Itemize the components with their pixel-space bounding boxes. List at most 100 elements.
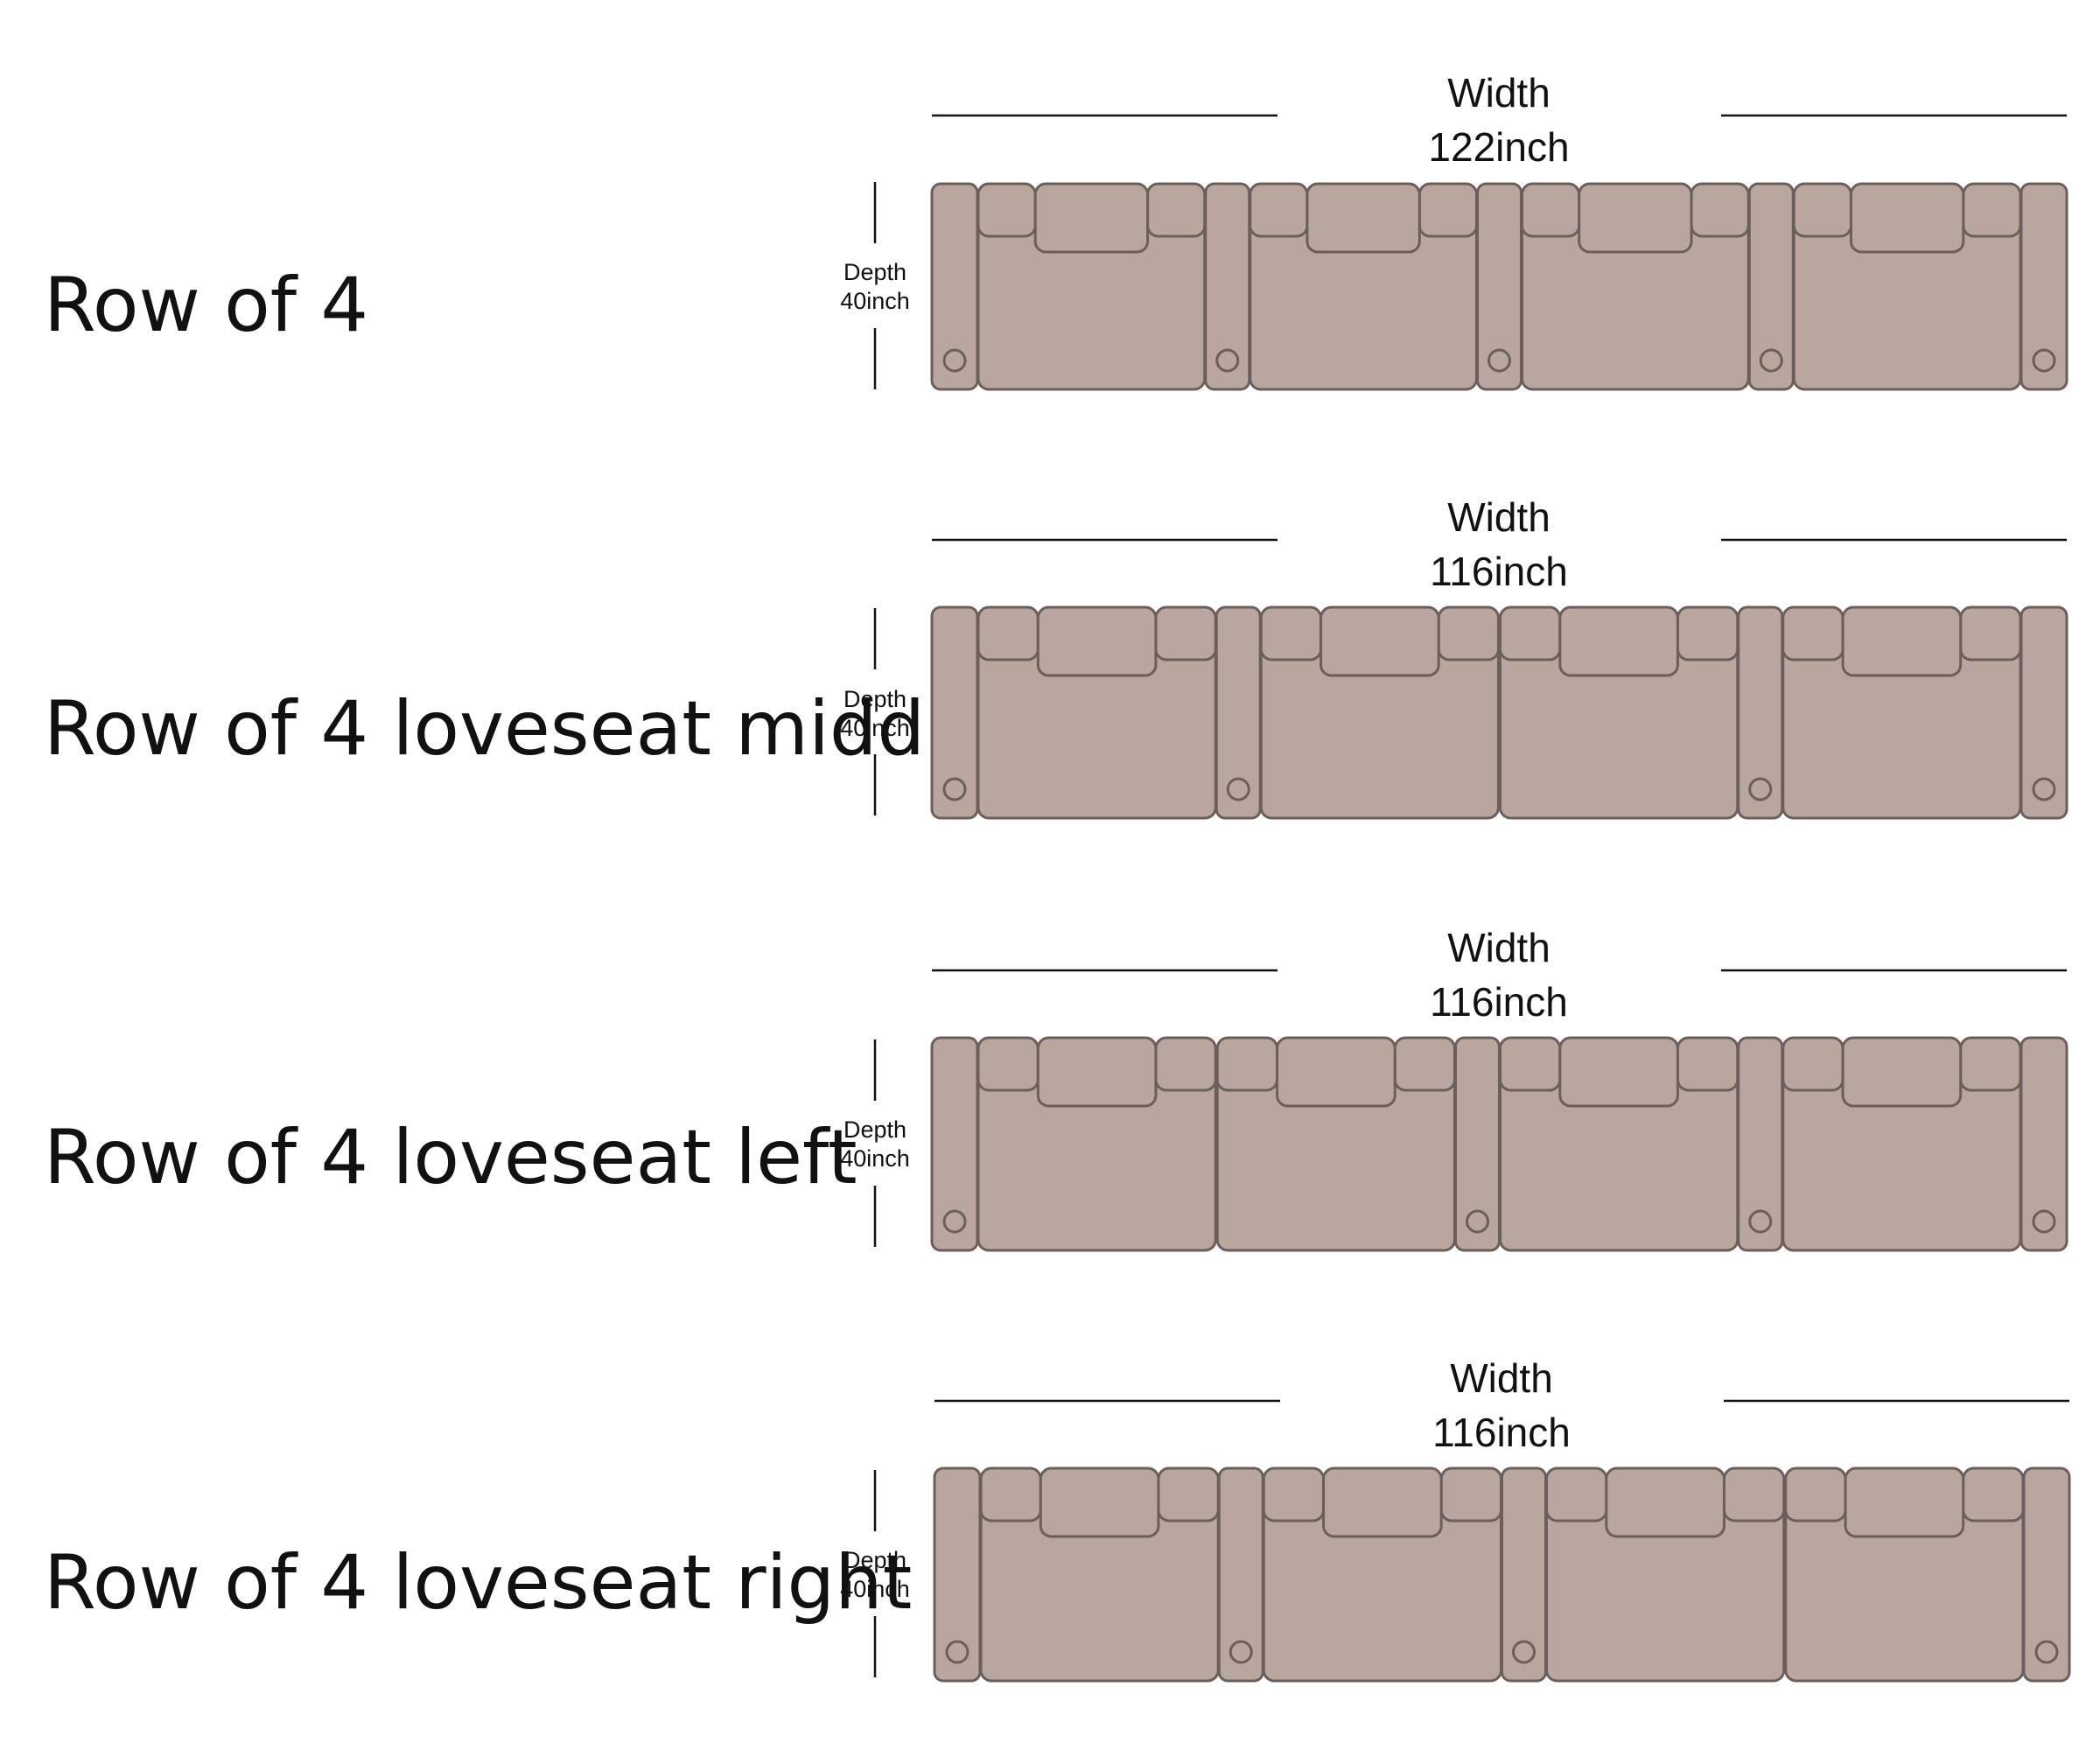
recliner-button-icon bbox=[2032, 348, 2056, 373]
headrest bbox=[1841, 1036, 1963, 1108]
recliner-button-icon bbox=[1226, 777, 1250, 802]
console-panel bbox=[1737, 1036, 1784, 1252]
backrest-right bbox=[1157, 1466, 1220, 1522]
sofa-console bbox=[1476, 182, 1522, 391]
sofa-arm bbox=[2020, 1036, 2068, 1252]
sofa-seat bbox=[1782, 606, 2022, 820]
sofa-arm bbox=[930, 1036, 979, 1252]
backrest-right bbox=[1437, 606, 1500, 662]
sofa-seat bbox=[1249, 182, 1478, 391]
row-4-width-label: Width bbox=[1450, 1355, 1553, 1401]
recliner-button-icon bbox=[1215, 348, 1240, 373]
backrest-left bbox=[1545, 1466, 1608, 1522]
sofa-console bbox=[1501, 1466, 1547, 1683]
backrest-left bbox=[976, 182, 1037, 238]
arm-panel bbox=[933, 1466, 982, 1683]
backrest-left bbox=[1782, 606, 1844, 662]
recliner-button-icon bbox=[1748, 777, 1773, 802]
recliner-button-icon bbox=[1466, 1209, 1489, 1234]
sofa-seat bbox=[1521, 182, 1750, 391]
row-4-sofa bbox=[933, 1466, 2071, 1683]
console-panel bbox=[1214, 606, 1262, 820]
row-4-depth-value: 40inch bbox=[840, 1576, 910, 1602]
recliner-button-icon bbox=[1748, 1209, 1773, 1234]
headrest bbox=[1558, 1036, 1679, 1108]
backrest-right bbox=[1146, 182, 1207, 238]
arm-panel bbox=[2020, 606, 2068, 820]
sofa-seat bbox=[1792, 182, 2022, 391]
arm-panel bbox=[930, 606, 979, 820]
console-panel bbox=[1217, 1466, 1264, 1683]
row-2: Row of 4 loveseat middle Width 116inch D… bbox=[44, 494, 2068, 820]
headrest bbox=[1844, 1466, 1965, 1538]
sofa-seat bbox=[976, 182, 1207, 391]
sofa-seat bbox=[1262, 1466, 1502, 1683]
backrest-right bbox=[1154, 606, 1217, 662]
sofa-seat bbox=[1259, 606, 1500, 820]
arm-panel bbox=[2020, 182, 2068, 391]
row-4: Row of 4 loveseat right Width 116inch De… bbox=[44, 1355, 2071, 1683]
sofa-arm bbox=[930, 182, 979, 391]
headrest bbox=[1578, 182, 1693, 254]
recliner-button-icon bbox=[2034, 1640, 2059, 1664]
backrest-left bbox=[1499, 1036, 1562, 1092]
sofa-seat bbox=[1499, 1036, 1740, 1252]
sofa-arm bbox=[2022, 1466, 2071, 1683]
arm-panel bbox=[2022, 1466, 2071, 1683]
row-1-depth-label: Depth bbox=[844, 259, 906, 285]
recliner-button-icon bbox=[942, 1209, 967, 1234]
sofa-console bbox=[1737, 606, 1784, 820]
sofa-console bbox=[1747, 182, 1795, 391]
row-3-depth-label: Depth bbox=[844, 1116, 906, 1143]
recliner-button-icon bbox=[942, 348, 967, 373]
headrest bbox=[1033, 182, 1150, 254]
backrest-right bbox=[1418, 182, 1478, 238]
row-2-label: Row of 4 loveseat middle bbox=[44, 685, 992, 773]
console-panel bbox=[1737, 606, 1784, 820]
row-2-sofa bbox=[930, 606, 2068, 820]
headrest bbox=[1320, 606, 1440, 677]
backrest-left bbox=[1215, 1036, 1279, 1092]
sofa-console bbox=[1454, 1036, 1501, 1252]
backrest-left bbox=[1259, 606, 1323, 662]
recliner-button-icon bbox=[1759, 348, 1783, 373]
row-1-label: Row of 4 bbox=[44, 262, 368, 349]
backrest-left bbox=[1499, 606, 1562, 662]
recliner-button-icon bbox=[1228, 1640, 1253, 1664]
backrest-right bbox=[1722, 1466, 1786, 1522]
backrest-right bbox=[1959, 1036, 2022, 1092]
backrest-left bbox=[1262, 1466, 1326, 1522]
console-panel bbox=[1501, 1466, 1547, 1683]
sofa-arm bbox=[930, 606, 979, 820]
sofa-seat bbox=[1499, 606, 1740, 820]
backrest-left bbox=[1782, 1036, 1844, 1092]
backrest-left bbox=[1521, 182, 1581, 238]
arm-panel bbox=[930, 182, 979, 391]
sofa-seat bbox=[979, 1466, 1220, 1683]
headrest bbox=[1841, 606, 1963, 677]
headrest bbox=[1036, 606, 1158, 677]
backrest-right bbox=[1959, 606, 2022, 662]
row-3: Row of 4 loveseat left Width 116inch Dep… bbox=[44, 925, 2068, 1252]
headrest bbox=[1039, 1466, 1160, 1538]
backrest-right bbox=[1676, 606, 1740, 662]
row-3-width-value: 116inch bbox=[1430, 979, 1568, 1025]
backrest-left bbox=[1792, 182, 1852, 238]
sofa-arm bbox=[933, 1466, 982, 1683]
backrest-right bbox=[1962, 1466, 2025, 1522]
sofa-seat bbox=[1782, 1036, 2022, 1252]
row-2-width-label: Width bbox=[1447, 494, 1550, 540]
recliner-button-icon bbox=[942, 777, 967, 802]
backrest-right bbox=[1962, 182, 2022, 238]
row-2-depth-label: Depth bbox=[844, 686, 906, 712]
row-2-width-value: 116inch bbox=[1430, 549, 1568, 594]
sofa-console bbox=[1214, 606, 1262, 820]
backrest-right bbox=[1690, 182, 1750, 238]
row-1-width-label: Width bbox=[1447, 70, 1550, 116]
row-1: Row of 4 Width 122inch Depth 40inch bbox=[44, 70, 2068, 391]
sofa-seat bbox=[976, 1036, 1217, 1252]
backrest-right bbox=[1393, 1036, 1456, 1092]
sofa-console bbox=[1737, 1036, 1784, 1252]
console-panel bbox=[1204, 182, 1251, 391]
